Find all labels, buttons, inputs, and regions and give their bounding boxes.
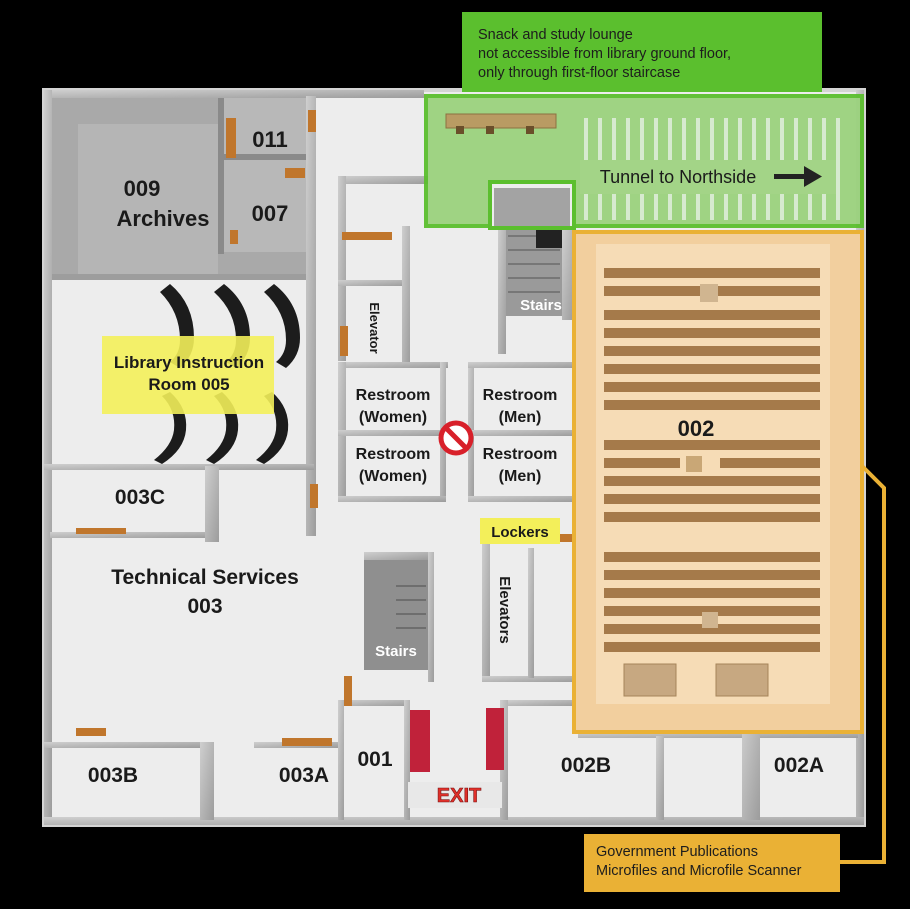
restroom-women-2-line2: (Women) [359, 468, 427, 485]
room-002: 002 [678, 416, 715, 441]
restroom-women-1-line1: Restroom [356, 387, 431, 404]
room-003c: 003C [115, 486, 165, 509]
gov-publications-note: Government Publications Microfiles and M… [584, 834, 840, 892]
chair-icon [456, 126, 534, 134]
tunnel-label: Tunnel to Northside [600, 167, 756, 187]
restroom-women-2-line1: Restroom [356, 446, 431, 463]
room-011: 011 [252, 127, 288, 152]
room-003a: 003A [279, 764, 329, 787]
restroom-men-1-line2: (Men) [499, 409, 542, 426]
door-icon [76, 110, 576, 746]
room-003b: 003B [88, 764, 138, 787]
lounge-note-line2: not accessible from library ground floor… [478, 46, 732, 62]
elevators-label: Elevators [496, 576, 513, 644]
stacks-area [572, 230, 864, 734]
room-007: 007 [252, 201, 289, 226]
room-001: 001 [357, 748, 392, 771]
room-002a: 002A [774, 754, 824, 777]
arrow-right-icon [774, 166, 822, 187]
shelf-icon [604, 268, 820, 652]
restroom-men-2-line1: Restroom [483, 446, 558, 463]
technical-services-name: Technical Services [111, 566, 299, 589]
lockers-highlight [480, 518, 560, 544]
instruction-room-line2: Room 005 [148, 375, 229, 394]
stairs-south-label: Stairs [375, 643, 417, 660]
lounge-note-line3: only through first-floor staircase [478, 65, 681, 81]
instruction-room-line1: Library Instruction [114, 353, 264, 372]
lounge-area [424, 94, 864, 230]
callout-leader [840, 464, 886, 864]
lounge-note: Snack and study lounge not accessible fr… [462, 12, 822, 92]
gov-note-line2: Microfiles and Microfile Scanner [596, 863, 802, 879]
archives-name: Archives [117, 206, 210, 231]
lounge-note-line1: Snack and study lounge [478, 27, 633, 43]
exit-label: EXIT [437, 785, 481, 807]
lockers-label: Lockers [491, 524, 549, 541]
instruction-label-highlight [102, 336, 274, 414]
stairs-icon [508, 235, 560, 293]
archives-number: 009 [124, 176, 161, 201]
stairs-north-label: Stairs [520, 297, 562, 314]
restroom-men-1-line1: Restroom [483, 387, 558, 404]
technical-services-number: 003 [187, 595, 222, 618]
gov-note-line1: Government Publications [596, 844, 758, 860]
elevator-label: Elevator [367, 302, 382, 353]
no-entry-icon [438, 420, 474, 456]
room-002b: 002B [561, 754, 611, 777]
restroom-men-2-line2: (Men) [499, 468, 542, 485]
restroom-women-1-line2: (Women) [359, 409, 427, 426]
exit-doors [408, 708, 504, 808]
